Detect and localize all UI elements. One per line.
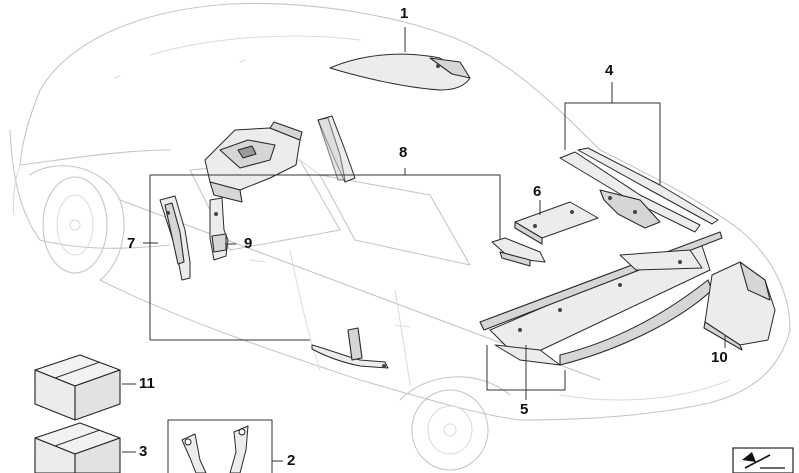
wedge-trim	[491, 237, 546, 267]
group-2-bracket	[167, 419, 283, 473]
part-4-window-strips	[559, 147, 719, 233]
part-2-brackets	[181, 425, 249, 473]
part-8-pillar-strip	[317, 115, 356, 183]
callout-3: 3	[139, 443, 148, 460]
part-6-shelf-cover	[514, 201, 599, 245]
callout-1: 1	[400, 5, 409, 22]
part-3-box	[34, 422, 121, 473]
part-10-side-trim	[703, 261, 776, 351]
part-7-c-pillar-trim	[159, 195, 191, 281]
group-5-bracket	[486, 345, 566, 400]
part-9-small-bracket	[209, 197, 229, 261]
callout-6: 6	[533, 183, 542, 200]
center-bracket-assembly	[204, 121, 303, 203]
callout-5: 5	[520, 401, 529, 418]
callout-11: 11	[139, 375, 155, 392]
callout-2: 2	[287, 452, 296, 469]
callout-10: 10	[711, 349, 728, 366]
nav-arrow-icon[interactable]	[732, 447, 794, 473]
door-sill-trim	[311, 327, 389, 369]
callout-9: 9	[244, 235, 253, 252]
part-11-box	[34, 354, 121, 421]
callout-4: 4	[605, 62, 614, 79]
car-outline	[9, 2, 791, 471]
callout-7: 7	[127, 235, 136, 252]
group-8-bracket	[149, 168, 501, 341]
group-4-bracket	[564, 82, 661, 185]
part-1-roof-pillar-trim	[329, 53, 471, 91]
callout-8: 8	[399, 144, 408, 161]
part-5-parcel-shelf	[479, 231, 723, 366]
